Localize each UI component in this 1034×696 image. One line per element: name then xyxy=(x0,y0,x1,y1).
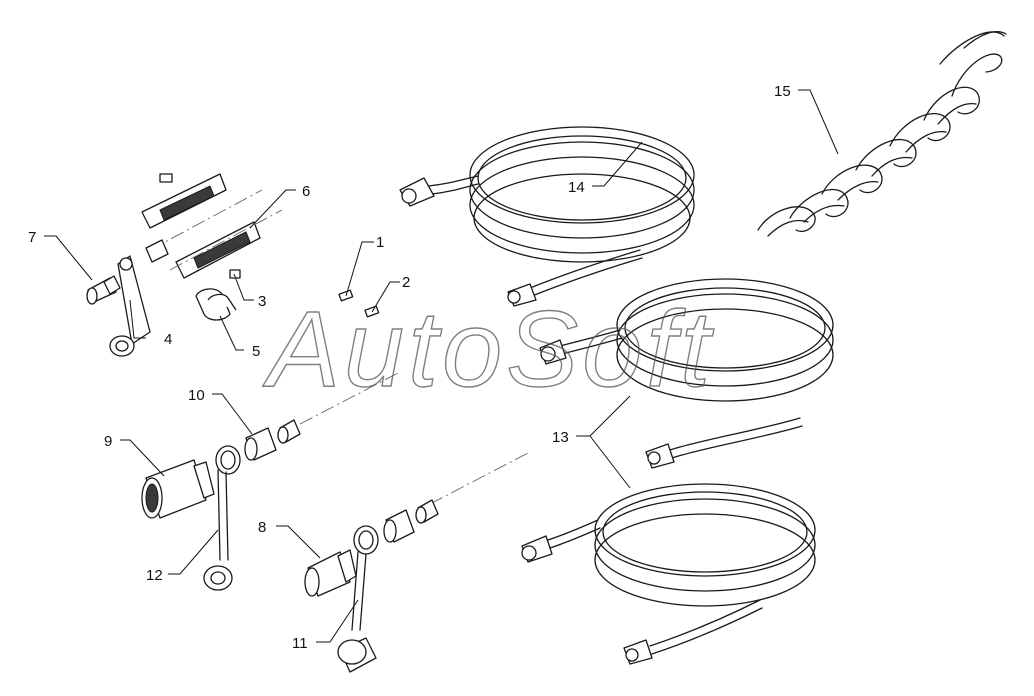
coupling-8-assembly xyxy=(304,499,439,673)
hose-coil-14 xyxy=(399,126,695,307)
callout-14: 14 xyxy=(568,179,585,196)
hose-coil-13-upper xyxy=(539,278,834,469)
connector-7-and-lever-4 xyxy=(86,239,169,357)
callout-3: 3 xyxy=(258,293,266,310)
callout-7: 7 xyxy=(28,229,36,246)
callout-13: 13 xyxy=(552,429,569,446)
centerlines xyxy=(149,189,531,505)
callout-10: 10 xyxy=(188,387,205,404)
callout-labels: 1 2 3 4 5 6 7 8 9 10 11 12 13 14 15 xyxy=(28,83,791,652)
callout-9: 9 xyxy=(104,433,112,450)
hose-coil-13-lower xyxy=(521,483,816,665)
coupling-9-assembly xyxy=(141,445,241,591)
callout-4: 4 xyxy=(164,331,172,348)
callout-15: 15 xyxy=(774,83,791,100)
callout-5: 5 xyxy=(252,343,260,360)
spiral-wrap-15 xyxy=(757,31,1007,237)
callout-12: 12 xyxy=(146,567,163,584)
callout-11: 11 xyxy=(292,635,308,652)
callout-8: 8 xyxy=(258,519,266,536)
callout-6: 6 xyxy=(302,183,310,200)
callout-1: 1 xyxy=(376,234,384,251)
leader-lines xyxy=(44,89,839,643)
watermark-logo: AutoSoft xyxy=(262,288,714,409)
fitting-10 xyxy=(244,419,301,461)
clamp-assembly xyxy=(141,173,261,321)
callout-2: 2 xyxy=(402,274,410,291)
